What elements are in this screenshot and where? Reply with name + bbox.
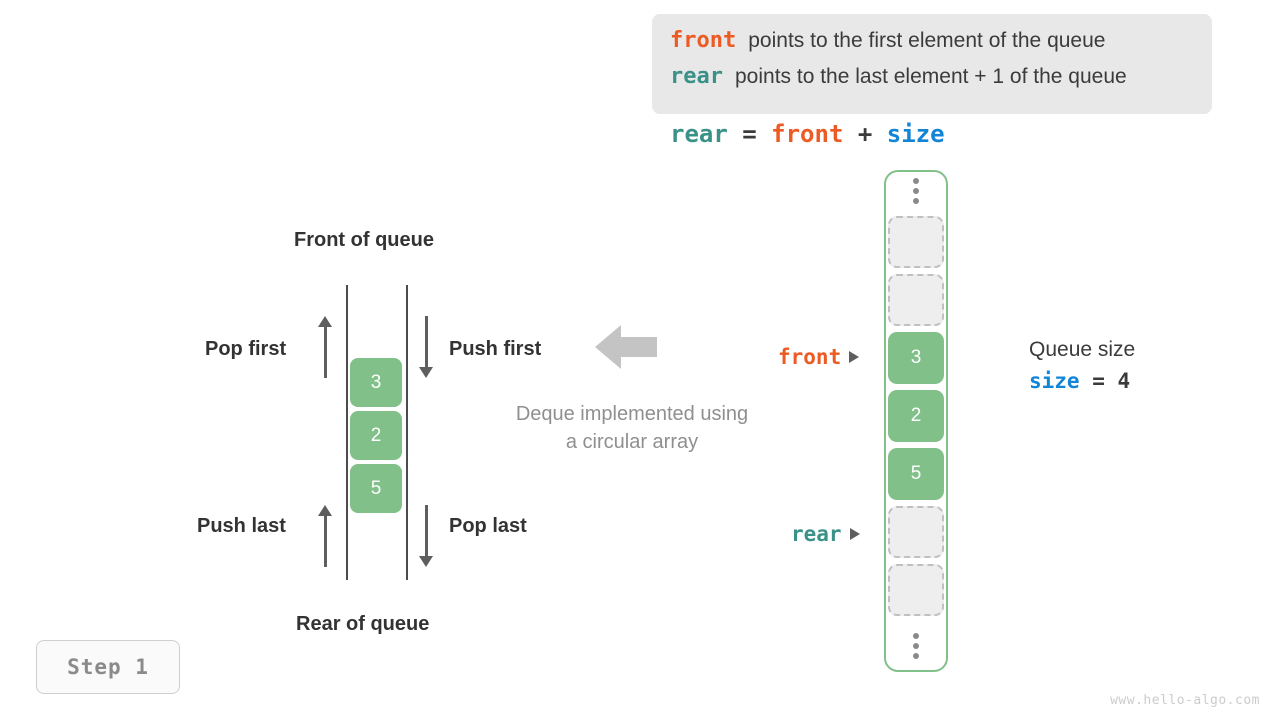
- size-equals: =: [1092, 369, 1105, 393]
- array-cell-value: 5: [910, 463, 922, 484]
- deque-channel-line-left: [346, 285, 348, 580]
- note-line-1: Deque implemented using: [515, 403, 749, 425]
- watermark: www.hello-algo.com: [1110, 693, 1260, 708]
- size-keyword: size: [1029, 369, 1080, 393]
- arrow-up-push-last: [315, 505, 335, 567]
- queue-size-expression: size = 4: [1029, 365, 1135, 397]
- array-cell-filled: 3: [888, 332, 944, 384]
- op-label-push-last: Push last: [197, 515, 286, 537]
- array-bottom-ellipsis-icon: [911, 633, 921, 659]
- formula-equals: =: [742, 120, 757, 148]
- deque-cell: 3: [350, 358, 402, 407]
- pointer-front-label: front: [778, 345, 842, 369]
- legend-keyword-rear: rear: [670, 64, 723, 89]
- queue-size-title: Queue size: [1029, 338, 1136, 361]
- step-badge-label: Step 1: [67, 655, 149, 679]
- formula-rear-equals-front-plus-size: rear = front + size: [670, 120, 945, 148]
- array-cell-value: 2: [910, 405, 922, 426]
- pointer-front: front: [778, 345, 860, 369]
- legend-text-rear: points to the last element + 1 of the qu…: [734, 65, 1127, 88]
- array-cell-value: 3: [910, 347, 922, 368]
- deque-cell-value: 2: [370, 424, 382, 446]
- arrow-down-pop-last: [416, 505, 436, 567]
- pointer-rear-label: rear: [791, 522, 842, 546]
- op-label-push-first: Push first: [449, 338, 542, 360]
- deque-channel-line-right: [406, 285, 408, 580]
- deque-cell-value: 5: [370, 477, 382, 499]
- op-label-pop-first: Pop first: [205, 338, 287, 360]
- array-cell-empty: [888, 506, 944, 558]
- array-cell-empty: [888, 274, 944, 326]
- array-cell-filled: 2: [888, 390, 944, 442]
- array-cell-empty: [888, 564, 944, 616]
- deque-cell: 5: [350, 464, 402, 513]
- deque-cell-value: 3: [370, 371, 382, 393]
- array-cell-empty: [888, 216, 944, 268]
- legend-text-front: points to the first element of the queue: [748, 29, 1106, 52]
- formula-rhs-front: front: [771, 120, 844, 148]
- pointer-arrow-icon: [849, 351, 860, 363]
- mapping-arrow-left-icon: [595, 323, 657, 371]
- pointer-rear: rear: [791, 522, 860, 546]
- queue-size-block: Queue size size = 4: [1029, 335, 1135, 397]
- legend-box: front points to the first element of the…: [652, 14, 1212, 114]
- deque-implementation-note: Deque implemented using a circular array: [492, 400, 772, 456]
- note-line-2: a circular array: [565, 431, 699, 453]
- array-cell-filled: 5: [888, 448, 944, 500]
- deque-cell: 2: [350, 411, 402, 460]
- legend-line-front: front points to the first element of the…: [670, 28, 1194, 64]
- step-badge: Step 1: [36, 640, 180, 694]
- pointer-arrow-icon: [849, 528, 860, 540]
- legend-keyword-front: front: [670, 28, 737, 53]
- array-top-ellipsis-icon: [911, 178, 921, 204]
- formula-plus: +: [857, 120, 873, 148]
- arrow-up-pop-first: [315, 316, 335, 378]
- legend-line-rear: rear points to the last element + 1 of t…: [670, 64, 1194, 100]
- formula-rhs-size: size: [886, 120, 945, 148]
- op-label-pop-last: Pop last: [449, 515, 527, 537]
- size-value: 4: [1117, 369, 1131, 393]
- arrow-down-push-first: [416, 316, 436, 378]
- formula-lhs: rear: [670, 120, 728, 148]
- front-of-queue-label: Front of queue: [294, 229, 434, 251]
- rear-of-queue-label: Rear of queue: [296, 613, 430, 635]
